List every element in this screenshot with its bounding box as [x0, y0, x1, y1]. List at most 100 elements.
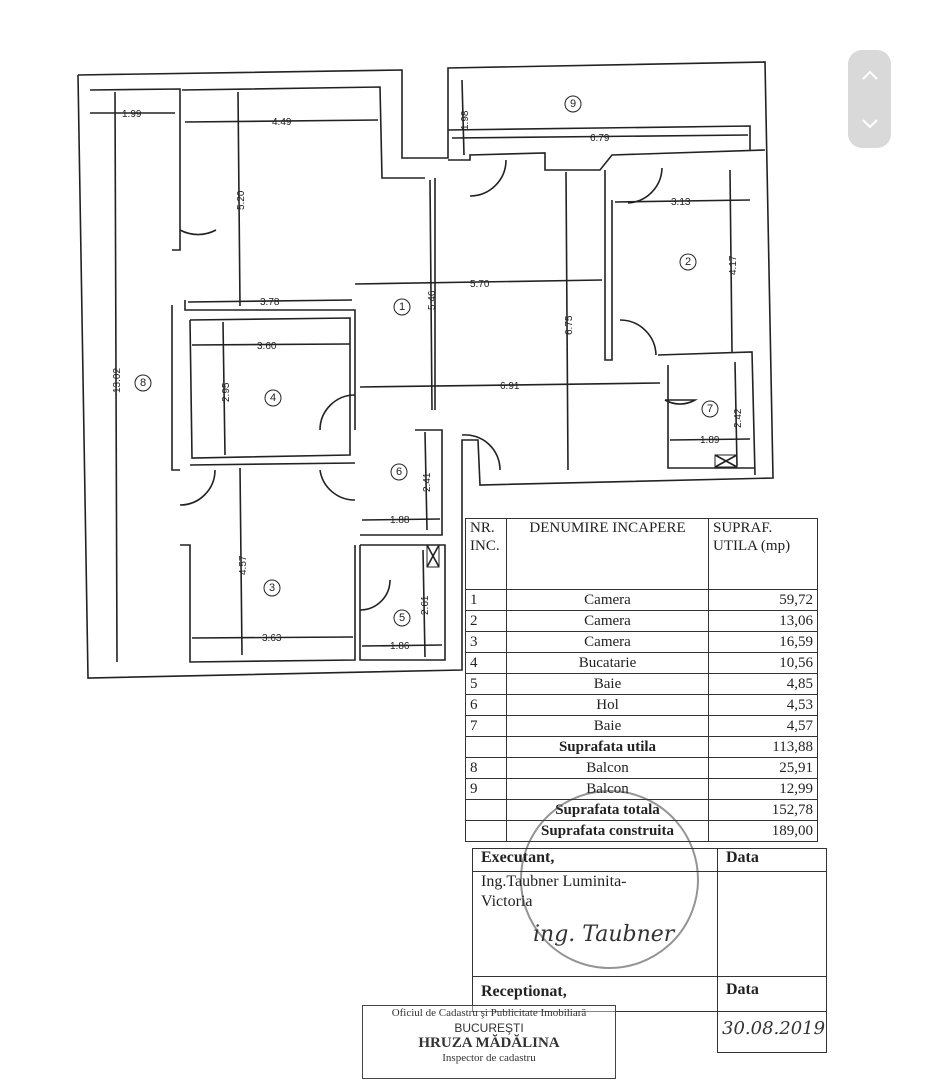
- data-label: Data: [717, 848, 827, 872]
- dim-label: 6.79: [590, 133, 610, 144]
- row-name: Camera: [506, 610, 709, 632]
- page-navigation: [848, 50, 891, 148]
- dim-label: 6.91: [500, 381, 520, 392]
- door: [461, 434, 501, 471]
- svg-text:2: 2: [685, 256, 691, 268]
- row-number: 2: [465, 610, 507, 632]
- dim-label: 3.13: [671, 197, 691, 208]
- next-page-button[interactable]: [848, 99, 891, 148]
- door: [319, 469, 356, 501]
- room-marker: 6: [390, 463, 408, 481]
- row-number: 1: [465, 589, 507, 611]
- row-name: Baie: [506, 715, 709, 737]
- office-stamp: Oficiul de Cadastru şi Publicitate Imobi…: [362, 1005, 616, 1079]
- row-area: 59,72: [708, 589, 818, 611]
- executant-signature: ing. Taubner: [533, 922, 675, 947]
- svg-text:9: 9: [570, 98, 576, 110]
- door: [359, 579, 391, 611]
- receptionat-date-cell: 30.08.2019: [717, 1011, 827, 1053]
- row-number: 8: [465, 757, 507, 779]
- room-marker: 7: [701, 400, 719, 418]
- previous-page-button[interactable]: [848, 50, 891, 99]
- wall: [171, 305, 180, 471]
- dim-label: 3.60: [257, 341, 277, 352]
- row-area: 25,91: [708, 757, 818, 779]
- svg-text:3: 3: [269, 582, 275, 594]
- wall: [181, 86, 425, 179]
- row-name: Baie: [506, 673, 709, 695]
- dim-label: 4.57: [238, 555, 249, 575]
- door: [619, 319, 657, 356]
- row-name: Balcon: [506, 757, 709, 779]
- dim-label: 5.46: [427, 290, 438, 310]
- signature-table: Executant, Data Ing.Taubner Luminita-Vic…: [472, 848, 827, 1053]
- wall: [89, 88, 181, 251]
- dim-label: 2.42: [733, 408, 744, 428]
- row-area: 152,78: [708, 799, 818, 821]
- receptionat-cell: [472, 1011, 718, 1052]
- dim-label: 2.95: [221, 382, 232, 402]
- chevron-down-icon: [861, 118, 878, 128]
- dim-label: 1.98: [460, 110, 471, 130]
- svg-text:6: 6: [396, 466, 402, 478]
- row-number: [465, 799, 507, 821]
- row-area: 113,88: [708, 736, 818, 758]
- executant-label: Executant,: [472, 848, 718, 872]
- door: [664, 399, 698, 405]
- stamp-line: Oficiul de Cadastru şi Publicitate Imobi…: [391, 1007, 587, 1019]
- wall: [77, 61, 774, 679]
- executant-name: Ing.Taubner Luminita-Victoria: [481, 873, 627, 910]
- dim-label: 1.88: [390, 515, 410, 526]
- svg-text:8: 8: [140, 377, 146, 389]
- room-marker: 4: [264, 389, 282, 407]
- stamp-line: BUCUREŞTI: [454, 1021, 524, 1035]
- wall: [189, 462, 356, 466]
- chevron-up-icon: [861, 70, 878, 80]
- dim-label: 1.99: [122, 109, 142, 120]
- wall: [180, 544, 356, 663]
- door: [179, 229, 217, 236]
- ventilation-icon: [714, 454, 738, 468]
- row-number: [465, 820, 507, 842]
- wall: [657, 351, 756, 476]
- row-number: 3: [465, 631, 507, 653]
- row-area: 12,99: [708, 778, 818, 800]
- door: [469, 159, 507, 197]
- dim-label: 4.49: [272, 117, 292, 128]
- dim-label: 3.78: [260, 297, 280, 308]
- row-area: 13,06: [708, 610, 818, 632]
- executant-cell: Ing.Taubner Luminita-Victoria ing. Taubn…: [472, 871, 718, 977]
- room-marker: 8: [134, 374, 152, 392]
- ventilation-icon: [426, 544, 440, 568]
- row-number: [465, 736, 507, 758]
- receptionat-data-label: Data: [717, 976, 827, 1012]
- wall: [604, 170, 613, 361]
- door: [627, 167, 663, 204]
- dim-label: 3.63: [262, 633, 282, 644]
- row-name: Hol: [506, 694, 709, 716]
- stamp-line: HRUZA MĂDĂLINA: [418, 1035, 560, 1051]
- stamp-line: Inspector de cadastru: [442, 1052, 536, 1064]
- dim-label: 1.86: [390, 641, 410, 652]
- wall: [448, 149, 766, 171]
- room-marker: 5: [393, 609, 411, 627]
- row-number: 5: [465, 673, 507, 695]
- area-table: NR. INC. DENUMIRE INCAPERE SUPRAF. UTILA…: [465, 518, 818, 842]
- row-area: 189,00: [708, 820, 818, 842]
- svg-text:7: 7: [707, 403, 713, 415]
- wall: [184, 300, 356, 430]
- door: [319, 394, 356, 431]
- dim-label: 4.17: [728, 255, 739, 275]
- dim-label: 6.75: [564, 315, 575, 335]
- table-header: NR. INC. DENUMIRE INCAPERE SUPRAF. UTILA…: [465, 518, 818, 590]
- room-marker: 3: [263, 579, 281, 597]
